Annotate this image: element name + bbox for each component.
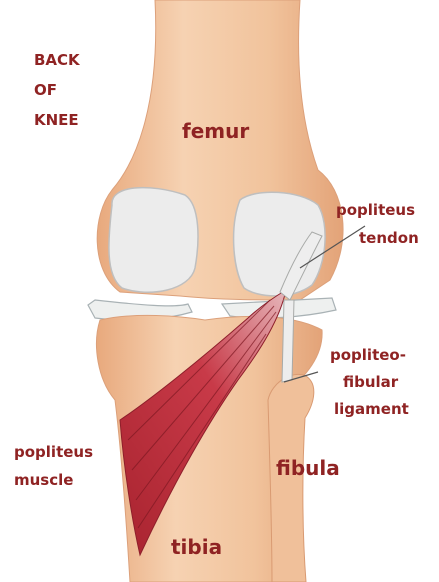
heading-back: BACK <box>34 51 81 69</box>
popliteofibular-ligament <box>282 300 294 382</box>
label-tibia: tibia <box>171 535 222 559</box>
label-popliteus-tendon-line1: popliteus <box>336 201 415 219</box>
label-popliteofibular-line3: ligament <box>334 400 409 418</box>
label-femur: femur <box>182 119 249 143</box>
heading-of: OF <box>34 81 57 99</box>
heading-knee: KNEE <box>34 111 79 129</box>
label-popliteofibular-line2: fibular <box>343 373 399 391</box>
label-popliteus-muscle-line1: popliteus <box>14 443 93 461</box>
label-popliteus-tendon-line2: tendon <box>359 229 419 247</box>
label-fibula: fibula <box>276 456 340 480</box>
left-femoral-condyle <box>109 188 198 293</box>
label-popliteus-muscle-line2: muscle <box>14 471 73 489</box>
label-popliteofibular-line1: popliteo- <box>330 346 406 364</box>
